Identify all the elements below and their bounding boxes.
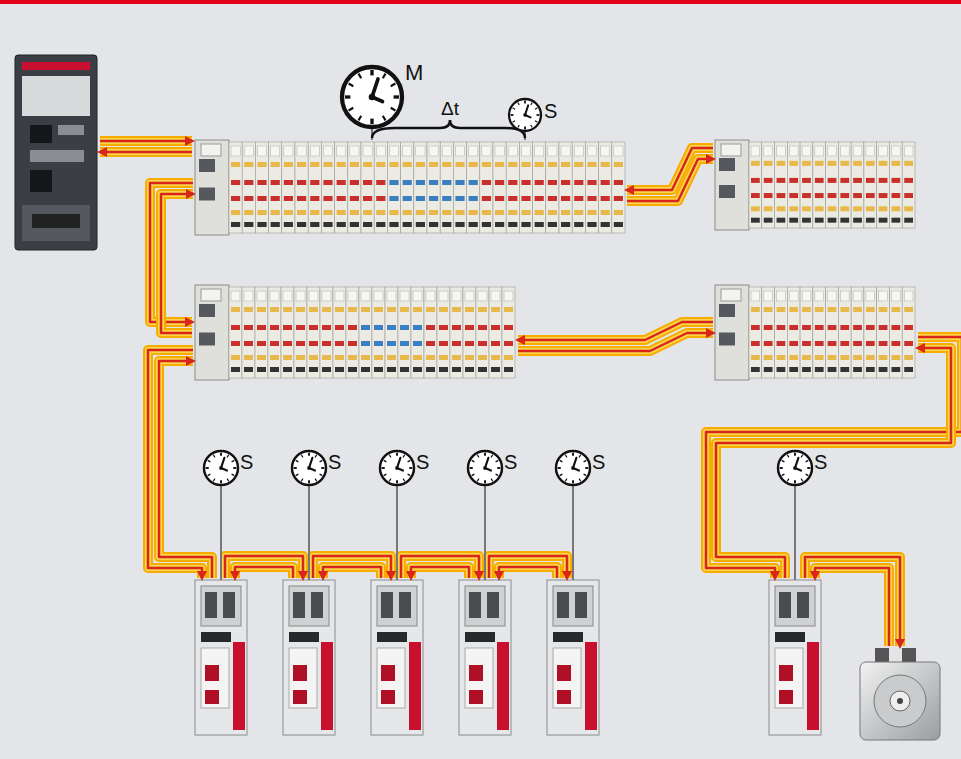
cable-band (411, 567, 469, 578)
bus-terminal-strip (715, 140, 915, 230)
cable-band (627, 159, 713, 201)
cable-band (499, 567, 557, 578)
cable-band (161, 194, 193, 333)
cable-band (235, 567, 293, 578)
cable-signal (706, 337, 961, 578)
cable-band (313, 556, 391, 578)
cable-signal (100, 151, 192, 154)
bus-terminal-strip (195, 140, 625, 235)
servo-drive (283, 580, 335, 735)
clock-symbol (556, 451, 590, 580)
cable-band (518, 333, 713, 351)
servo-drive (371, 580, 423, 735)
clock-symbol (380, 451, 414, 580)
cable-band (627, 159, 713, 201)
cable-band (100, 149, 192, 155)
cable-band (706, 337, 961, 578)
cable-signal (627, 159, 713, 201)
servo-drive (459, 580, 511, 735)
cable-band (716, 348, 951, 578)
cable-signal (805, 557, 900, 646)
cable-band (805, 557, 900, 646)
cable-band (100, 138, 192, 144)
servo-drive (195, 580, 247, 735)
cable-band (161, 194, 193, 333)
cable-signal (518, 333, 713, 351)
master-clock-letter: M (405, 62, 423, 84)
cable-signal (313, 556, 391, 578)
cable-band (235, 567, 293, 578)
cable-band (100, 147, 192, 157)
cable-band (100, 136, 192, 146)
delta-brace (372, 120, 525, 138)
cable-signal (716, 348, 951, 578)
cable-signal (489, 556, 567, 578)
cable-band (225, 556, 303, 578)
cable-band (411, 567, 469, 578)
clocks (204, 67, 812, 580)
cable-band (401, 556, 479, 578)
servo-motor (860, 648, 940, 740)
cable-band (323, 567, 381, 578)
devices (15, 55, 940, 740)
cable-signal (411, 567, 469, 578)
cable-band (805, 557, 900, 646)
clock-symbol (292, 451, 326, 580)
cable-band (489, 556, 567, 578)
cable-band (716, 348, 951, 578)
cable-band (499, 567, 557, 578)
cable-band (313, 556, 391, 578)
clock-symbol (468, 451, 502, 580)
servo-drive (769, 580, 821, 735)
cable-band (815, 568, 889, 646)
bus-terminal-strip (715, 285, 915, 380)
clock-symbol (778, 451, 812, 580)
cable-band (706, 337, 961, 578)
ethercat-cables (100, 141, 961, 646)
servo-drive (547, 580, 599, 735)
top-bar (0, 0, 961, 4)
cable-band (323, 567, 381, 578)
slave-clock-letter: S (504, 452, 517, 472)
cable-signal (323, 567, 381, 578)
clock-symbol (204, 451, 238, 580)
slave-clock-letter: S (814, 452, 827, 472)
slave-clock-letter: S (544, 101, 557, 121)
controller-pc (15, 55, 97, 250)
cable-signal (225, 556, 303, 578)
cable-band (225, 556, 303, 578)
slave-clock-letter: S (592, 452, 605, 472)
cable-signal (161, 194, 193, 333)
cable-signal (235, 567, 293, 578)
bus-terminal-strip (195, 285, 515, 380)
cable-band (401, 556, 479, 578)
cable-band (489, 556, 567, 578)
slave-clock-letter: S (240, 452, 253, 472)
delta-time-label: Δt (441, 99, 459, 118)
cable-band (518, 333, 713, 351)
cable-signal (815, 568, 889, 646)
slave-clock-letter: S (416, 452, 429, 472)
cable-band (815, 568, 889, 646)
slave-clock-letter: S (328, 452, 341, 472)
cable-signal (100, 140, 192, 143)
cable-signal (499, 567, 557, 578)
cable-signal (401, 556, 479, 578)
